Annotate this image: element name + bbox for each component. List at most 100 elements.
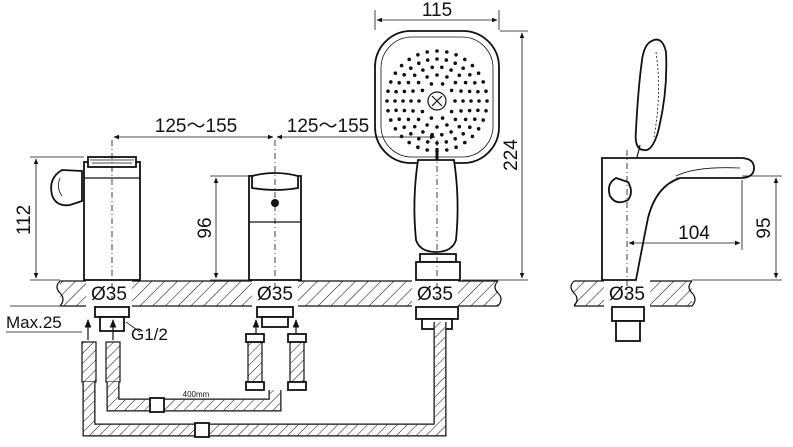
nozzle-dot	[425, 50, 430, 54]
dim-hole-1: Ø35	[91, 284, 127, 305]
nozzle-dot	[449, 68, 453, 72]
dim-spout-reach: 104	[678, 223, 710, 244]
nozzle-dot	[425, 75, 429, 79]
dim-handshower-height: 224	[501, 139, 522, 171]
nozzle-dot	[401, 99, 405, 103]
nozzle-dot	[457, 73, 462, 78]
nozzle-dot	[440, 65, 444, 70]
nozzle-dot	[416, 80, 421, 85]
nozzle-dot	[397, 117, 402, 121]
nozzle-dot	[385, 99, 389, 103]
nozzle-dot	[394, 89, 398, 94]
nozzle-pattern	[385, 49, 489, 153]
nozzle-dot	[476, 127, 481, 131]
nozzle-dot	[386, 109, 390, 113]
nozzle-dot	[393, 127, 398, 131]
nozzle-dot	[386, 89, 390, 93]
nozzle-dot	[467, 89, 472, 94]
nozzle-dot	[444, 140, 449, 144]
nozzle-dot	[406, 117, 411, 122]
nozzle-dot	[407, 140, 412, 145]
nozzle-dot	[417, 137, 421, 141]
nozzle-dot	[461, 132, 466, 136]
nozzle-dot	[402, 108, 407, 113]
nozzle-dot	[409, 66, 413, 70]
nozzle-dot	[402, 125, 407, 129]
dim-diverter-height: 96	[195, 217, 216, 238]
hose-loop	[82, 322, 447, 438]
nozzle-dot	[469, 99, 473, 103]
nozzle-dot	[416, 117, 421, 122]
nozzle-dot	[397, 81, 402, 85]
nozzle-dot	[461, 99, 465, 103]
nozzle-dot	[389, 118, 393, 122]
nozzle-dot	[445, 50, 449, 54]
nozzle-dot	[445, 148, 449, 152]
dim-hole-2: Ø35	[257, 284, 293, 305]
nozzle-dot	[402, 89, 407, 94]
nozzle-dot	[440, 82, 445, 86]
dim-thread: G1/2	[131, 325, 168, 344]
nozzle-dot	[420, 88, 425, 93]
nozzle-dot	[429, 82, 434, 86]
nozzle-dot	[411, 89, 415, 93]
nozzle-dot	[476, 89, 480, 94]
dimension-lines	[6, 10, 782, 333]
dim-hose-length: 400mm	[183, 390, 210, 399]
dimension-labels: 115 125～155 125～155 224 112 96 95 104 Ø3…	[6, 0, 775, 399]
nozzle-dot	[416, 53, 420, 57]
nozzle-dot	[481, 80, 486, 84]
nozzle-dot	[402, 73, 407, 77]
nozzle-dot	[459, 109, 463, 113]
dim-hole-3: Ø35	[417, 284, 453, 305]
nozzle-dot	[409, 99, 413, 103]
nozzle-dot	[440, 132, 444, 137]
nozzle-dot	[407, 57, 412, 62]
nozzle-dot	[399, 63, 404, 68]
dim-mixer-height: 112	[14, 205, 35, 235]
nozzle-dot	[389, 80, 393, 84]
nozzle-dot	[429, 116, 434, 120]
nozzle-dot	[425, 58, 430, 62]
nozzle-dot	[435, 125, 439, 129]
nozzle-dot	[421, 130, 425, 134]
nozzle-dot	[430, 65, 435, 70]
dim-spacing-left: 125～155	[155, 116, 237, 137]
nozzle-dot	[453, 61, 458, 65]
nozzle-dot	[393, 71, 398, 75]
nozzle-dot	[477, 99, 481, 103]
nozzle-dot	[476, 71, 481, 75]
nozzle-dot	[484, 89, 488, 93]
nozzle-dot	[412, 124, 417, 129]
nozzle-dot	[470, 63, 475, 68]
dim-handshower-width: 115	[422, 0, 452, 21]
nozzle-dot	[430, 132, 435, 137]
nozzle-dot	[425, 123, 429, 127]
nozzle-dot	[473, 81, 477, 85]
nozzle-dot	[484, 109, 488, 113]
nozzle-dot	[449, 88, 454, 93]
nozzle-dot	[459, 89, 463, 93]
nozzle-dot	[420, 109, 425, 114]
mixer-body	[50, 140, 141, 300]
nozzle-dot	[457, 124, 462, 129]
nozzle-dot	[463, 57, 467, 62]
nozzle-dot	[421, 68, 425, 72]
nozzle-dot	[461, 66, 466, 70]
nozzle-dot	[406, 80, 411, 85]
side-view-assembly	[601, 38, 755, 300]
nozzle-dot	[453, 137, 458, 141]
nozzle-dot	[409, 132, 413, 136]
nozzle-dot	[412, 73, 417, 78]
nozzle-dot	[425, 140, 430, 144]
nozzle-dot	[454, 53, 458, 57]
nozzle-dot	[453, 99, 457, 103]
nozzle-dot	[463, 140, 467, 145]
nozzle-dot	[470, 134, 475, 139]
nozzle-dot	[481, 118, 486, 122]
nozzle-dot	[467, 108, 472, 113]
nozzle-dot	[463, 117, 468, 122]
nozzle-dot	[449, 130, 453, 134]
nozzle-dot	[454, 145, 458, 149]
